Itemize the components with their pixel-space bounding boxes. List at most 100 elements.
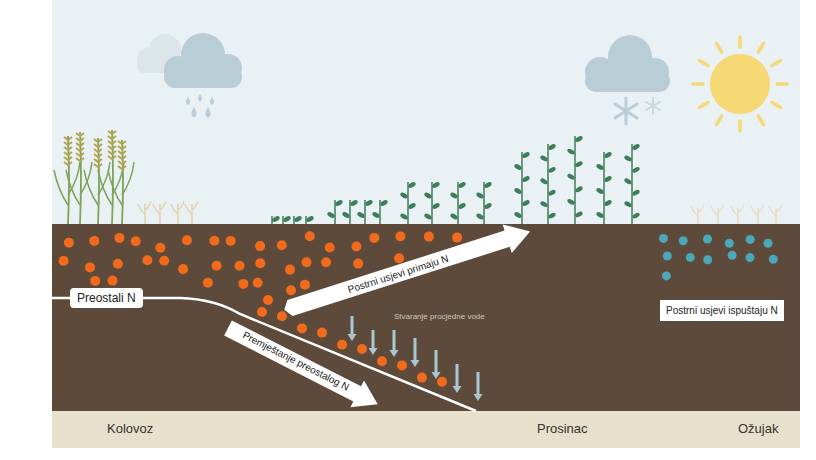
nitrogen-dot bbox=[325, 243, 335, 253]
rain-cloud bbox=[137, 33, 242, 118]
wheat-ear bbox=[118, 141, 126, 144]
nitrogen-dot bbox=[178, 264, 188, 274]
nitrogen-dot bbox=[394, 253, 404, 263]
crop-leaf bbox=[407, 181, 416, 189]
cover-crop bbox=[356, 199, 373, 224]
crop-leaf bbox=[603, 199, 612, 207]
sun-ray bbox=[717, 43, 722, 52]
wheat-ear bbox=[108, 141, 116, 144]
nitrogen-dot bbox=[212, 261, 222, 271]
crop-stem bbox=[631, 144, 633, 224]
nitrogen-dot bbox=[297, 323, 307, 333]
wheat-ear bbox=[108, 131, 116, 134]
released-n-dot bbox=[686, 253, 695, 262]
nitrogen-dot bbox=[89, 236, 99, 246]
cover-crop bbox=[305, 215, 314, 224]
released-n-dot bbox=[679, 236, 688, 245]
wheat-ear bbox=[76, 143, 84, 146]
sun-ray bbox=[772, 103, 781, 108]
wheat-leaf bbox=[68, 162, 80, 195]
wheat-ear bbox=[118, 146, 126, 149]
crop-leaf bbox=[407, 202, 416, 210]
cover-crop bbox=[271, 215, 280, 224]
crop-leaf bbox=[449, 192, 458, 200]
released-n-dot bbox=[746, 235, 755, 244]
nitrogen-dot bbox=[209, 236, 219, 246]
stubble bbox=[711, 204, 724, 224]
wheat-ear bbox=[118, 156, 126, 159]
nitrogen-dot bbox=[114, 233, 124, 243]
nitrogen-dot bbox=[286, 285, 296, 295]
crop-leaf bbox=[349, 199, 358, 207]
crop-leaf bbox=[371, 211, 380, 219]
nitrogen-dot bbox=[351, 242, 361, 252]
nitrogen-dot bbox=[182, 235, 192, 245]
nitrogen-dot bbox=[285, 265, 295, 275]
cover-crop bbox=[341, 199, 358, 224]
sun-ray bbox=[772, 61, 781, 66]
wheat-ear bbox=[108, 146, 116, 149]
crop-leaf bbox=[574, 135, 583, 143]
sun-ray bbox=[693, 82, 703, 86]
cover-crop bbox=[293, 215, 302, 224]
month-label: Prosinac bbox=[537, 422, 588, 436]
crop-leaf bbox=[475, 192, 484, 200]
stubble-leaf bbox=[153, 201, 166, 214]
drainage-arrows bbox=[348, 316, 483, 401]
drainage-arrow bbox=[348, 316, 357, 341]
crop-leaf bbox=[513, 163, 522, 171]
sun-ray bbox=[738, 121, 742, 131]
crop-leaf bbox=[282, 215, 291, 223]
month-label: Ožujak bbox=[738, 422, 778, 436]
nitrogen-dot bbox=[235, 261, 245, 271]
wheat-plant bbox=[84, 138, 110, 224]
wheat-leaf bbox=[84, 170, 98, 205]
nitrogen-dot bbox=[424, 232, 434, 242]
crop-leaf bbox=[566, 198, 575, 206]
nitrogen-dot bbox=[277, 311, 287, 321]
stubble-leaf bbox=[711, 204, 724, 216]
sun-ray bbox=[777, 82, 787, 86]
drainage-arrow bbox=[432, 350, 441, 379]
crop-leaf bbox=[379, 199, 388, 207]
wheat-leaf bbox=[108, 170, 122, 205]
wheat-ear bbox=[94, 154, 102, 157]
cover-crop bbox=[449, 181, 466, 224]
plants bbox=[54, 130, 782, 224]
nitrogen-dots bbox=[59, 231, 778, 386]
crop-leaf bbox=[631, 212, 640, 220]
crop-leaf bbox=[547, 189, 556, 197]
crop-leaf bbox=[521, 151, 530, 159]
nitrogen-dot bbox=[59, 256, 69, 266]
wheat-ear bbox=[76, 133, 84, 136]
stubble bbox=[138, 201, 151, 224]
wheat-ear bbox=[94, 164, 102, 167]
nitrogen-dot bbox=[203, 278, 213, 288]
nitrogen-dot bbox=[277, 240, 287, 250]
crop-leaf bbox=[423, 213, 432, 221]
nitrogen-dot bbox=[255, 241, 265, 251]
process-note: Stvaranje procjedne vode bbox=[394, 313, 485, 322]
nitrogen-dot bbox=[226, 236, 236, 246]
wheat-ear bbox=[118, 151, 126, 154]
nitrogen-dot bbox=[108, 276, 118, 286]
nitrogen-dot bbox=[302, 257, 312, 267]
box-text: Postrni usjevi ispuštaju N bbox=[666, 305, 778, 316]
crop-leaf bbox=[595, 163, 604, 171]
stubble-leaf bbox=[769, 204, 782, 216]
box-text: Preostali N bbox=[77, 291, 136, 305]
wheat-ear bbox=[108, 136, 116, 139]
wheat-ear bbox=[76, 158, 84, 161]
cover-crop bbox=[513, 151, 530, 224]
nitrogen-dot bbox=[64, 238, 74, 248]
cover-crop bbox=[399, 181, 416, 224]
drainage-arrow bbox=[390, 330, 399, 357]
crop-leaf bbox=[566, 148, 575, 156]
drainage-arrow bbox=[369, 330, 378, 355]
sun bbox=[693, 37, 787, 131]
cover-crop bbox=[326, 199, 343, 224]
wheat-leaf bbox=[54, 170, 68, 205]
nitrogen-dot bbox=[155, 243, 165, 253]
